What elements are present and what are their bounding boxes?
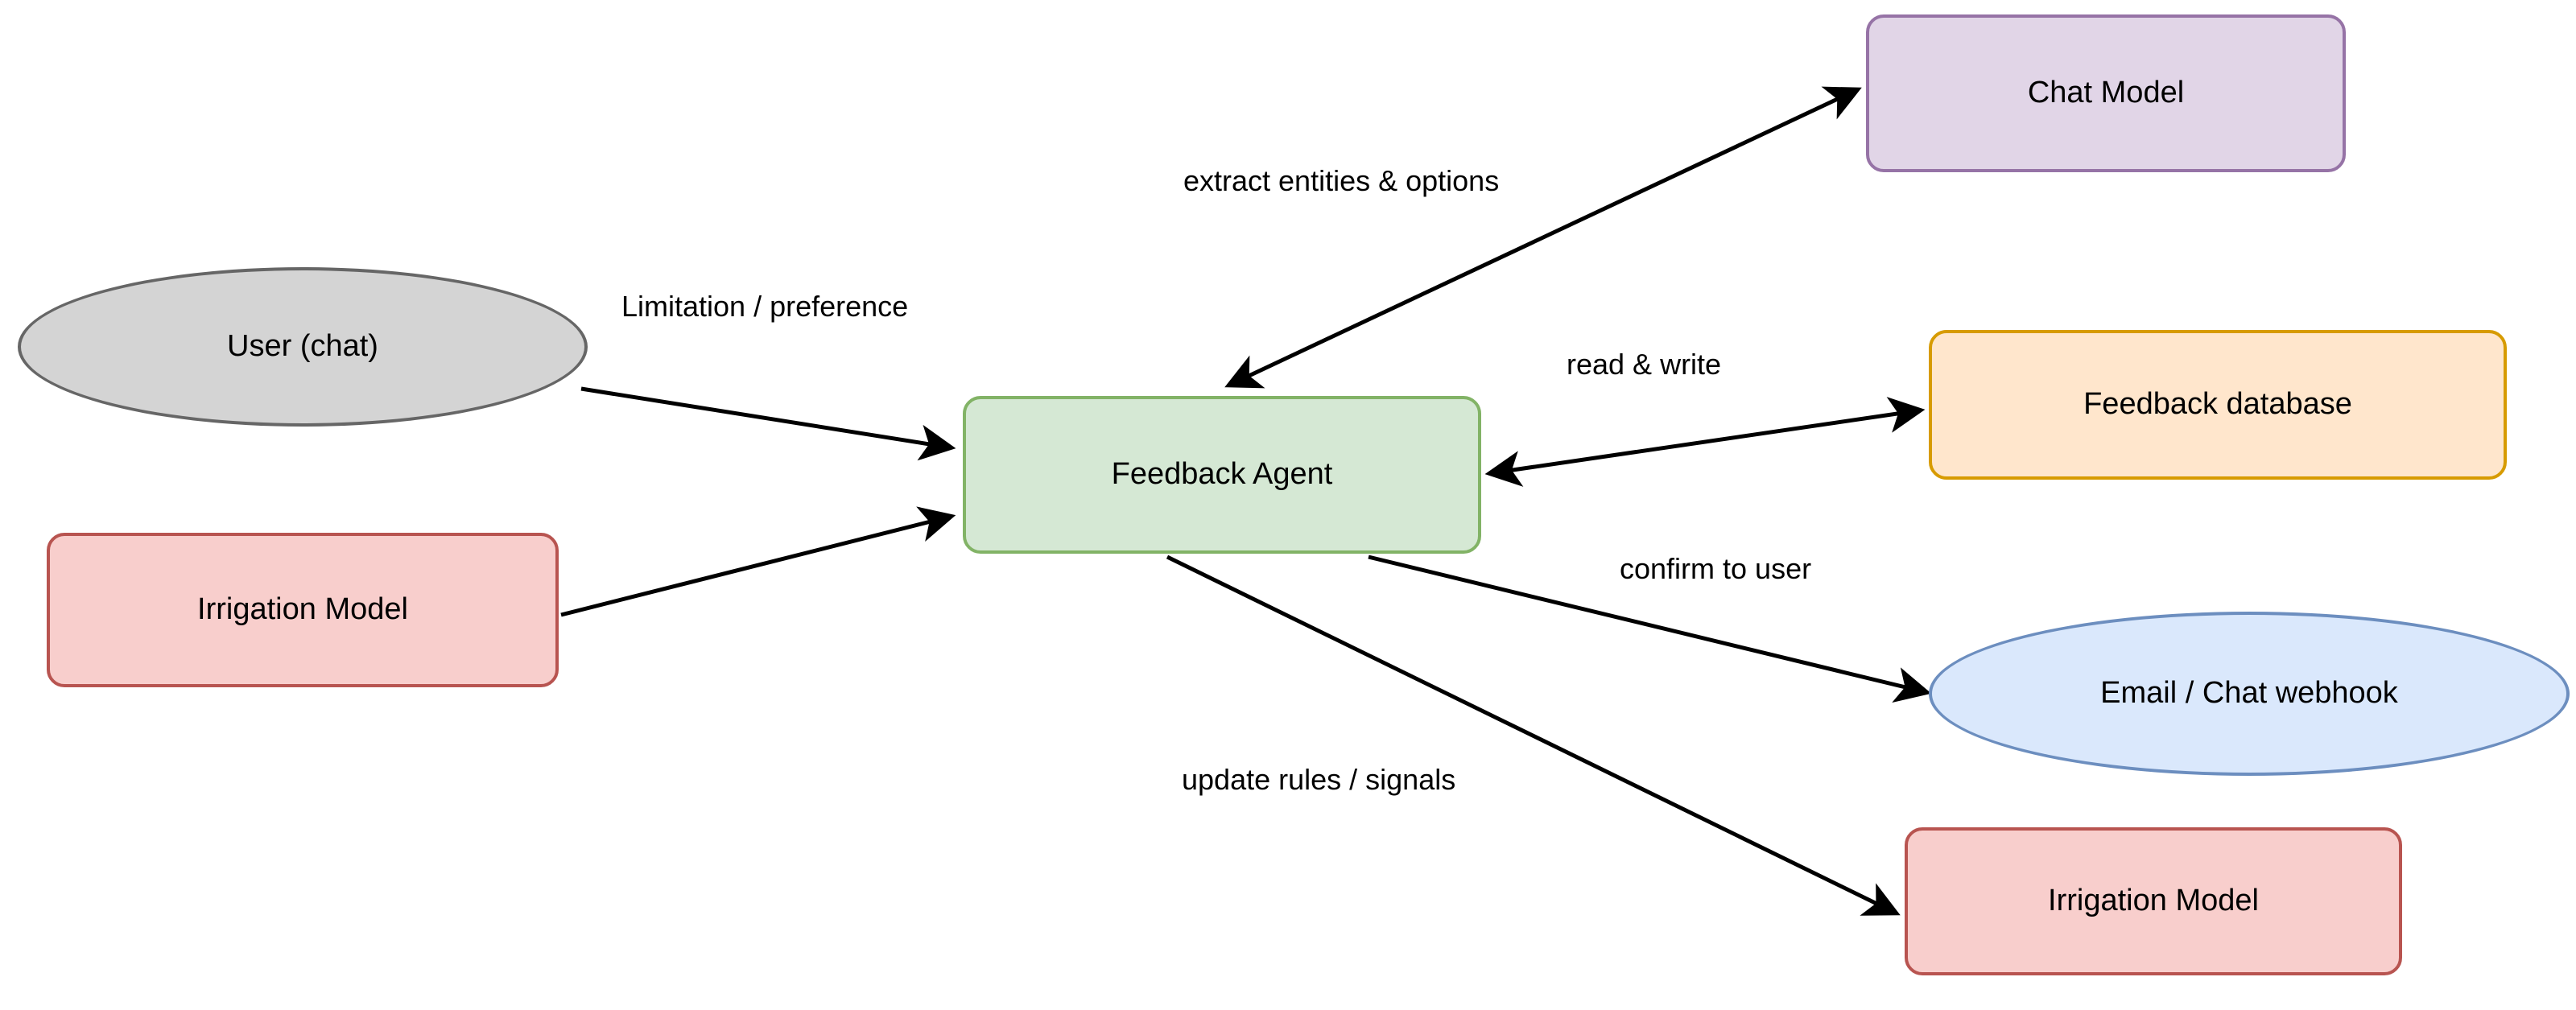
edge-label-update-rules-signals: update rules / signals <box>1182 763 1456 796</box>
edge-user-to-agent <box>580 386 956 461</box>
node-label-feedback-agent: Feedback Agent <box>1111 457 1333 492</box>
node-label-feedback-database: Feedback database <box>2083 387 2352 422</box>
node-label-irrigation-model-input: Irrigation Model <box>197 592 408 627</box>
edge-label-limitation-preference: Limitation / preference <box>621 290 909 323</box>
edge-agent-irrigation <box>1166 554 1901 916</box>
node-feedback-agent[interactable]: Feedback Agent <box>963 396 1481 554</box>
edge-agent-database <box>1484 397 1926 487</box>
edge-agent-chatmodel <box>1224 86 1862 389</box>
node-label-email-chat-webhook: Email / Chat webhook <box>2100 676 2398 711</box>
node-irrigation-model-input[interactable]: Irrigation Model <box>47 533 559 687</box>
node-label-chat-model: Chat Model <box>2027 76 2185 110</box>
node-feedback-database[interactable]: Feedback database <box>1929 330 2507 480</box>
edge-label-confirm-to-user: confirm to user <box>1620 552 1812 585</box>
node-irrigation-model-output[interactable]: Irrigation Model <box>1905 827 2402 975</box>
edge-label-extract-entities-options: extract entities & options <box>1183 164 1500 197</box>
edge-agent-webhook <box>1368 554 1932 703</box>
node-label-irrigation-model-output: Irrigation Model <box>2048 884 2259 918</box>
node-email-chat-webhook[interactable]: Email / Chat webhook <box>1929 612 2570 776</box>
node-user-chat[interactable]: User (chat) <box>18 267 588 427</box>
edge-label-read-write: read & write <box>1567 348 1722 381</box>
node-label-user-chat: User (chat) <box>227 329 378 364</box>
node-chat-model[interactable]: Chat Model <box>1866 14 2346 172</box>
edge-irrigation-to-agent <box>560 506 956 617</box>
